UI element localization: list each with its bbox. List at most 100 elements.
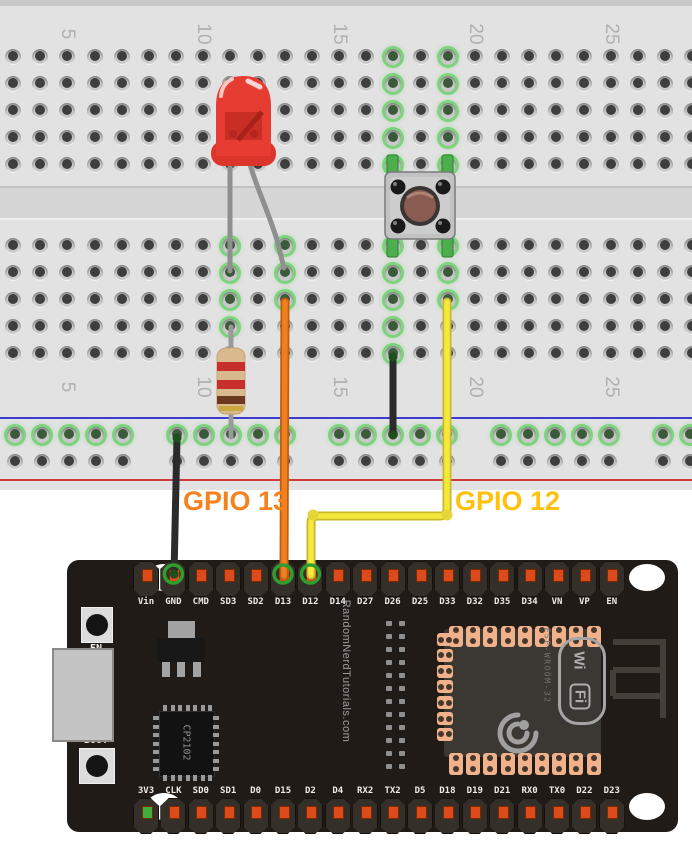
breadboard-hole [303,346,320,362]
breadboard-hole [657,265,674,281]
breadboard-hole [195,157,212,173]
pin-label-SD3: SD3 [220,597,237,607]
breadboard-top-edge [0,0,692,6]
breadboard-hole [113,292,130,308]
breadboard-hole [412,103,429,119]
column-label: 10 [193,376,215,398]
breadboard-hole [86,130,103,146]
breadboard-hole [575,157,592,173]
cp2102-pin [213,758,219,763]
breadboard-hole [494,319,511,335]
regulator-leg [162,662,170,677]
breadboard-hole [385,319,402,335]
breadboard-hole [86,76,103,92]
module-pad [466,626,481,647]
breadboard-hole [32,292,49,308]
breadboard-hole [466,346,483,362]
breadboard-hole [331,454,347,470]
breadboard-hole [86,292,103,308]
pin-label-D34: D34 [521,597,538,607]
pin-label-D25: D25 [411,597,429,607]
breadboard-hole [222,265,239,281]
breadboard-hole [575,130,592,146]
breadboard-hole [276,49,293,65]
breadboard-hole [86,346,103,362]
breadboard-hole [168,157,185,173]
breadboard-hole [250,454,266,470]
pin-label-D27: D27 [357,597,374,607]
breadboard-hole [358,346,375,362]
breadboard-hole [196,427,212,443]
breadboard-hole [655,427,671,443]
breadboard-hole [494,103,511,119]
breadboard-hole [59,157,76,173]
breadboard-hole [59,130,76,146]
gpio12-annotation: GPIO 12 [455,486,561,516]
breadboard-hole [113,265,130,281]
breadboard-hole [195,103,212,119]
cp2102-pin [170,775,175,781]
breadboard-hole [140,292,157,308]
breadboard-hole [466,265,483,281]
breadboard-hole [249,238,266,254]
breadboard-hole [32,238,49,254]
pin-contact-D4 [333,806,345,819]
module-pad [517,626,532,647]
cp2102-pin [200,775,205,781]
pin-label-D23: D23 [603,786,620,796]
breadboard-hole [412,265,429,281]
breadboard-hole [5,76,21,92]
breadboard-hole [657,103,674,119]
module-pad [535,626,549,647]
breadboard-hole [602,157,619,173]
breadboard-hole [303,292,320,308]
via-pad [399,725,405,730]
breadboard-hole [249,292,266,308]
breadboard-hole [629,130,646,146]
en-button[interactable] [81,607,113,643]
boot-button[interactable] [79,748,115,784]
breadboard-hole [548,292,565,308]
breadboard-hole [493,454,509,470]
via-pad [399,699,405,704]
pin-contact-D12 [305,569,317,582]
pin-label-D14: D14 [329,597,346,607]
breadboard-hole [5,238,21,254]
breadboard-hole [439,292,456,308]
cp2102-pin [213,724,219,729]
pin-label-3V3: 3V3 [137,786,155,796]
column-label: 20 [464,376,486,398]
breadboard-hole [303,319,320,335]
breadboard-hole [223,427,239,443]
module-pad [500,753,515,775]
breadboard-hole [250,427,266,443]
breadboard-hole [358,454,374,470]
breadboard-hole [140,319,157,335]
pin-contact-SD1 [223,806,235,819]
breadboard-hole [196,454,212,470]
breadboard-hole [358,238,375,254]
module-pad [437,727,453,741]
breadboard-hole [115,454,131,470]
breadboard-hole [629,292,646,308]
wifi-logo-fi: Fi [569,683,591,710]
breadboard-hole [140,157,157,173]
breadboard-hole [140,49,157,65]
breadboard-hole [358,157,375,173]
cp2102-pin [213,716,219,720]
breadboard-hole [466,157,483,173]
pin-label-D26: D26 [384,597,401,607]
pin-contact-TX2 [388,806,400,819]
breadboard-hole [684,76,692,92]
breadboard-hole [32,319,49,335]
breadboard-hole [277,454,293,470]
breadboard-hole [113,130,130,146]
breadboard-hole [439,454,455,470]
cp2102-pin [153,767,159,771]
pin-label-D4: D4 [332,786,344,796]
breadboard-hole [358,49,375,65]
breadboard-hole [682,454,692,470]
